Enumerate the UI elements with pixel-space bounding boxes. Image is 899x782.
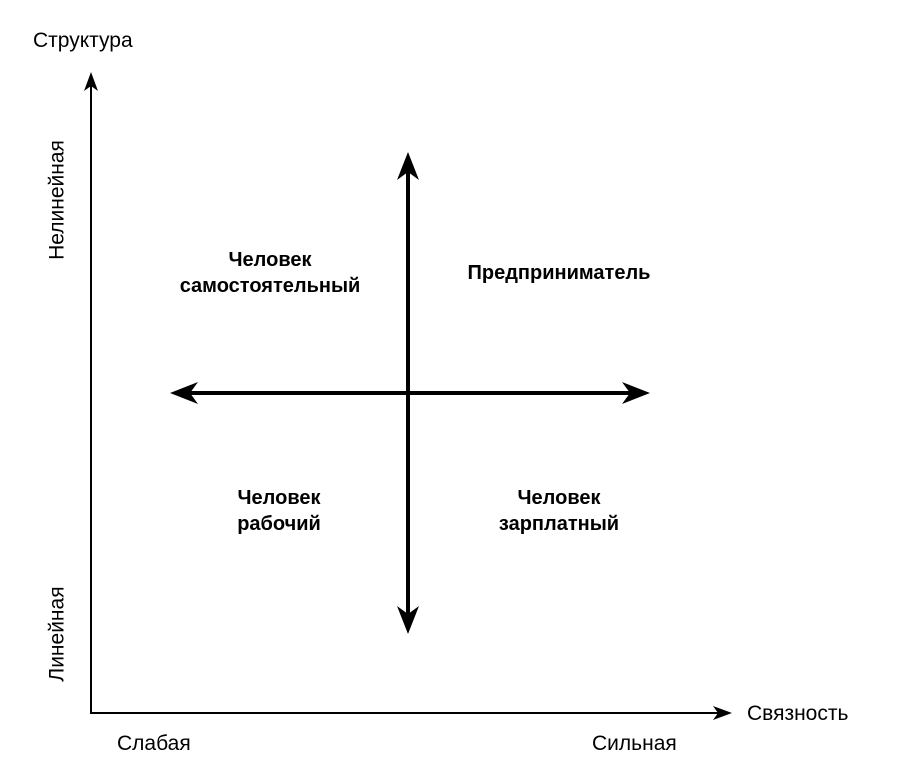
horizontal-divider-arrowhead-right (622, 382, 650, 404)
x-axis-high-label: Сильная (592, 732, 677, 755)
vertical-divider-arrowhead-bottom (397, 606, 419, 634)
y-axis-title: Структура (33, 29, 133, 52)
quadrant-bottom-left-label: Человек рабочий (237, 485, 321, 537)
quadrant-bottom-right-line2: зарплатный (498, 513, 620, 535)
quadrant-top-left-line2: самостоятельный (179, 275, 361, 297)
y-axis-low-label: Линейная (45, 586, 69, 682)
y-axis-arrowhead (84, 72, 98, 91)
horizontal-divider-arrowhead-left (170, 382, 198, 404)
quadrant-top-left-label: Человек самостоятельный (180, 247, 361, 299)
x-axis-low-label: Слабая (117, 732, 191, 755)
quadrant-top-left-line1: Человек (228, 249, 312, 271)
x-axis-title: Связность (747, 702, 849, 725)
quadrant-bottom-left-line1: Человек (237, 487, 321, 509)
quadrant-top-right-line1: Предприниматель (467, 262, 651, 284)
quadrant-bottom-left-line2: рабочий (237, 513, 321, 535)
vertical-divider-arrowhead-top (397, 152, 419, 180)
quadrant-bottom-right-label: Человек зарплатный (499, 485, 619, 537)
quadrant-bottom-right-line1: Человек (517, 487, 601, 509)
x-axis-arrowhead (713, 706, 732, 720)
y-axis-high-label: Нелинейная (45, 140, 69, 260)
quadrant-top-right-label: Предприниматель (468, 260, 651, 286)
